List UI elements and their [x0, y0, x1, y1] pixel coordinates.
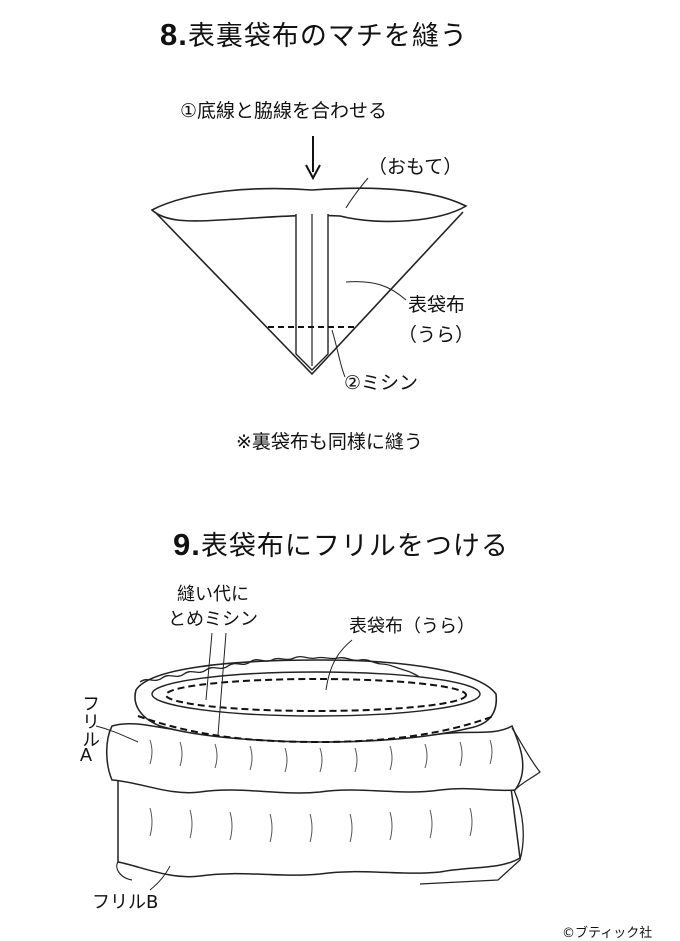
step8-label-sew: ②ミシン — [344, 372, 419, 394]
credit: ©ブティック社 — [562, 926, 653, 941]
step9-label-frill-b: フリルB — [92, 892, 159, 913]
step9-label-tack-2: とめミシン — [168, 609, 258, 630]
step8-note: ※裏袋布も同様に縫う — [236, 431, 423, 453]
step8-title-text: 表裏袋布のマチを縫う — [187, 21, 468, 52]
leader-outer — [345, 281, 407, 301]
step9-title: 9.表袋布にフリルをつける — [173, 524, 509, 563]
step9-label-tack-1: 縫い代に — [177, 584, 249, 605]
step9-label-outer: 表袋布（うら） — [349, 616, 475, 637]
step8-label-align: ①底線と脇線を合わせる — [180, 100, 388, 122]
step9-number: 9. — [173, 527, 201, 562]
rim-wavy-edge — [139, 655, 425, 683]
step9-label-frill-a-2: A — [80, 745, 93, 765]
step8-label-front: （おもて） — [368, 156, 463, 178]
step8-label-outer-1: 表袋布 — [408, 294, 466, 316]
gusset-top-band — [150, 187, 468, 223]
seam-allowance — [295, 214, 329, 371]
step8-label-outer-2: （うら） — [398, 324, 475, 346]
leader-sew — [331, 329, 346, 378]
bag-opening — [151, 671, 481, 717]
leader-frill-b — [149, 865, 171, 891]
arrow-down-icon — [305, 136, 321, 181]
step8-number: 8. — [160, 17, 188, 52]
stitch-line-frill — [137, 715, 495, 744]
leader-outer-fabric — [325, 639, 353, 691]
stitch-line-top — [165, 678, 467, 712]
leader-frill-a — [95, 725, 139, 743]
leader-front — [345, 177, 369, 209]
step8-title: 8.表裏袋布のマチを縫う — [160, 14, 468, 53]
leader-tack — [205, 632, 227, 736]
step9-title-text: 表袋布にフリルをつける — [200, 531, 509, 562]
step9-label-frill-a-1: フリル — [79, 694, 100, 748]
